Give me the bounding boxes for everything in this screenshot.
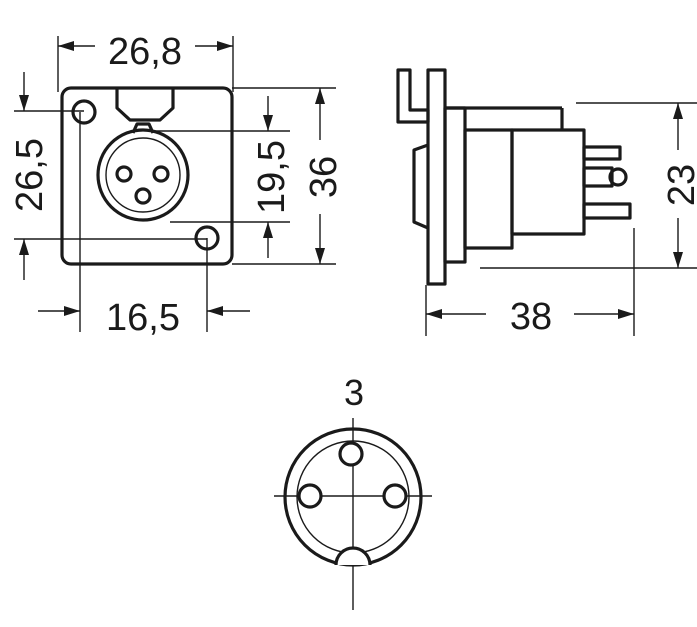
front-socket-outer — [96, 128, 190, 222]
pin-layout-label: 3 — [344, 372, 364, 413]
front-view: 26,8 26,5 16,5 19,5 36 — [9, 31, 345, 339]
dim-front-hole-horizontal: 16,5 — [106, 297, 180, 339]
front-hole-top-left — [71, 99, 97, 125]
side-pin-bottom — [582, 202, 632, 220]
pin-layout-key-notch — [334, 546, 372, 566]
front-pin-right — [152, 165, 170, 183]
dim-front-inner-height: 19,5 — [251, 140, 293, 214]
side-pin-top — [582, 145, 622, 161]
side-pin-hole — [608, 167, 628, 187]
side-latch — [396, 68, 430, 124]
side-body-mid — [463, 128, 514, 250]
pin-layout-view: 3 — [274, 372, 432, 610]
side-body-front — [443, 106, 467, 264]
dim-front-height: 36 — [303, 156, 345, 198]
pin-layout-pin-right — [382, 483, 408, 509]
front-pin-bottom — [134, 187, 152, 205]
side-flange — [426, 68, 447, 286]
front-latch — [115, 88, 175, 122]
pin-layout-pin-left — [297, 483, 323, 509]
front-socket-key — [131, 122, 155, 134]
front-flange — [60, 86, 234, 266]
side-nose — [412, 143, 429, 230]
dim-front-width: 26,8 — [108, 31, 182, 73]
front-pin-left — [115, 165, 133, 183]
pin-layout-pin-top — [338, 441, 364, 467]
dim-front-hole-vertical: 26,5 — [9, 138, 51, 212]
side-body-rear — [510, 128, 586, 236]
front-socket-inner — [105, 137, 181, 213]
dim-side-height: 23 — [661, 164, 697, 206]
dim-side-depth: 38 — [510, 296, 552, 338]
side-view: 23 38 — [396, 68, 697, 338]
side-pin-mid — [582, 166, 614, 188]
